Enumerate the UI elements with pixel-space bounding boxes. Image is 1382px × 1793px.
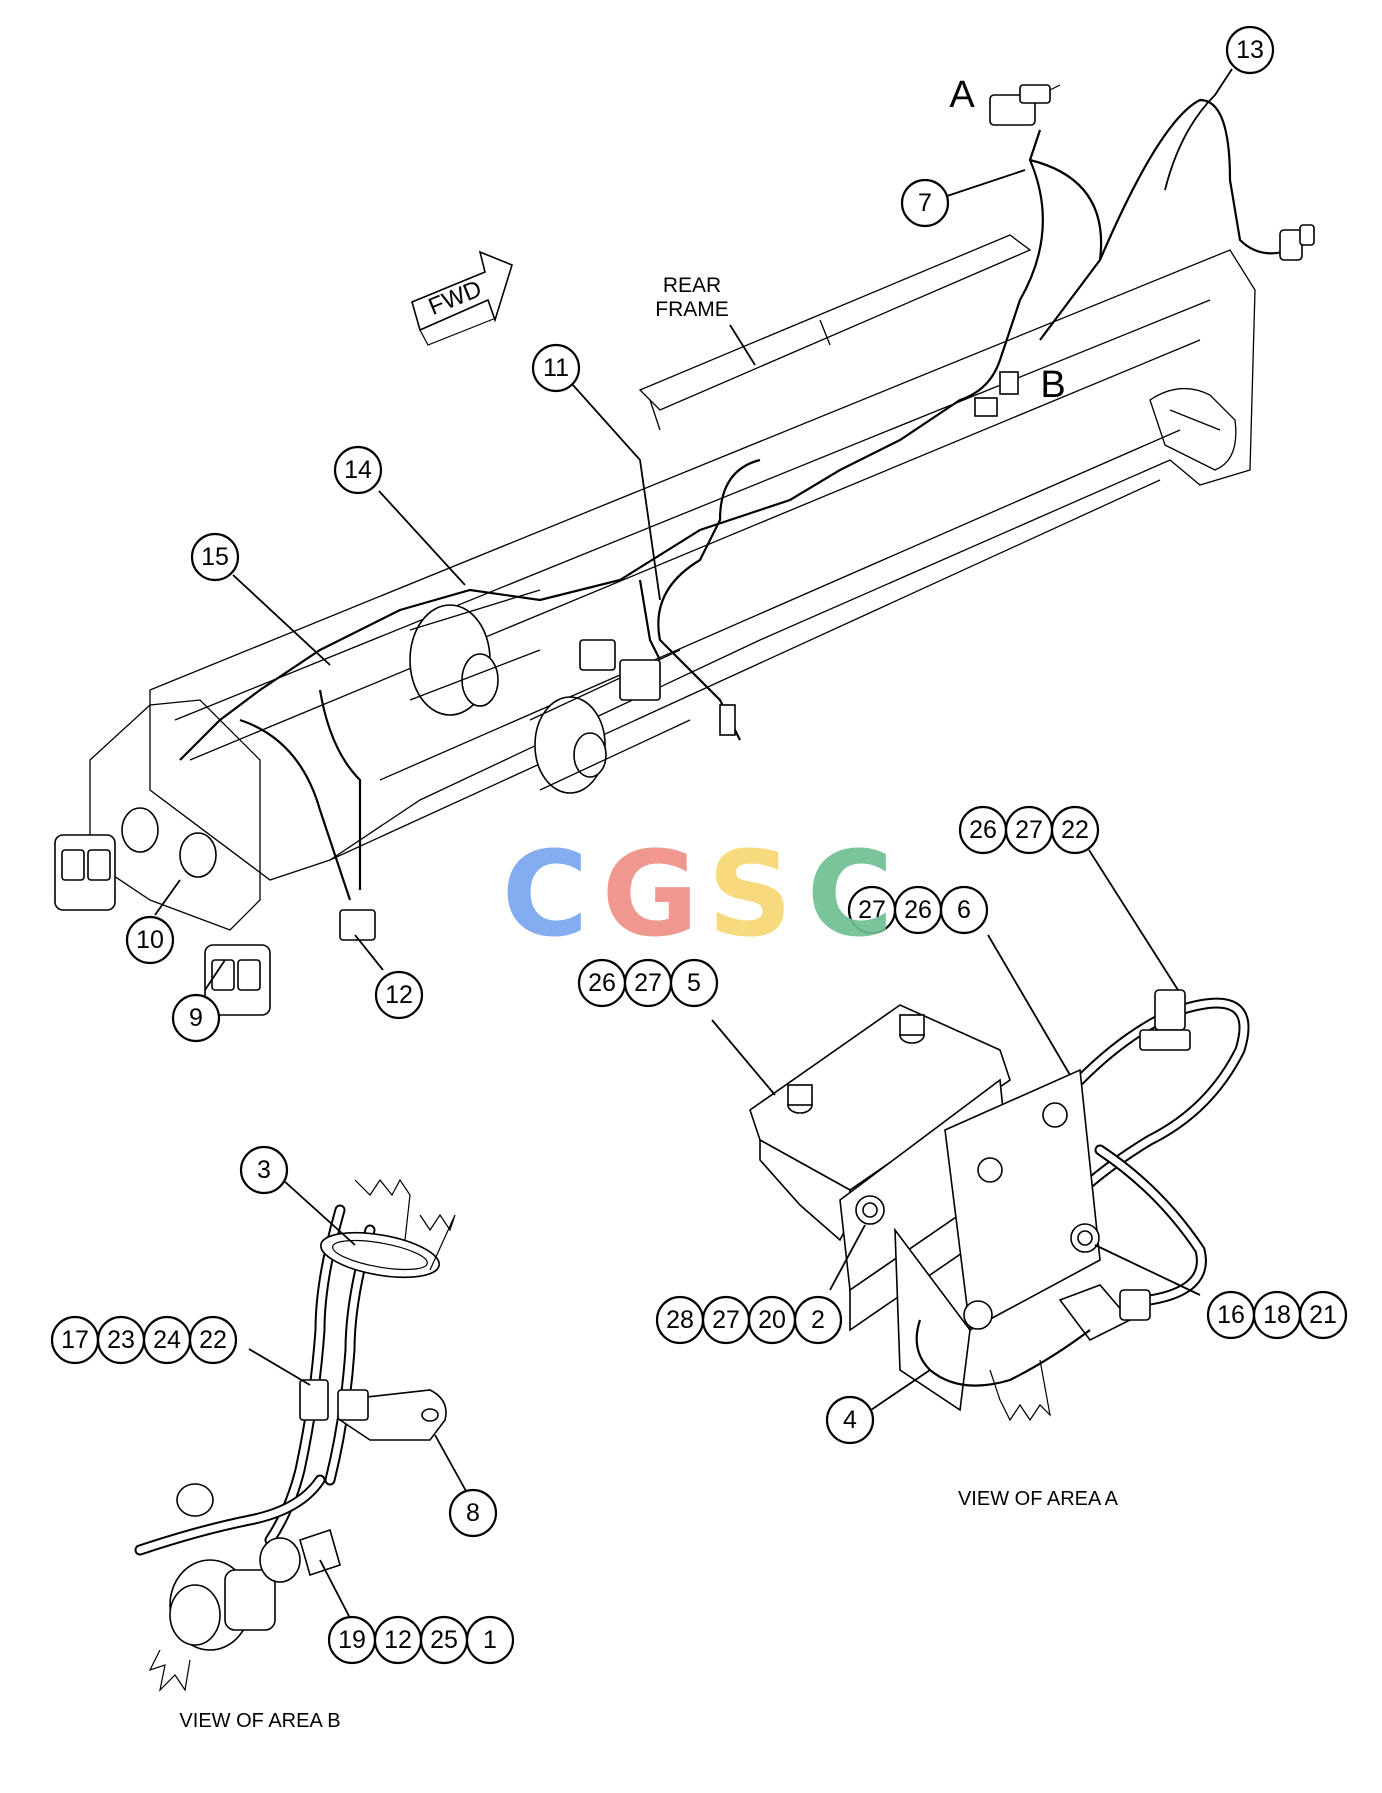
callout-18: 18 — [1252, 1290, 1302, 1340]
svg-text:27: 27 — [1015, 816, 1043, 844]
svg-text:27: 27 — [858, 896, 886, 924]
callout-27-d: 27 — [701, 1295, 751, 1345]
svg-text:26: 26 — [588, 969, 616, 997]
svg-text:12: 12 — [384, 1626, 412, 1654]
svg-text:20: 20 — [758, 1306, 786, 1334]
leader-lines — [154, 68, 1233, 1621]
callout-20: 20 — [747, 1295, 797, 1345]
callout-2: 2 — [793, 1295, 843, 1345]
view-area-a-drawing — [749, 989, 1250, 1422]
callout-16: 16 — [1206, 1290, 1256, 1340]
callout-25: 25 — [419, 1615, 469, 1665]
callout-6: 6 — [939, 885, 989, 935]
component-area-a — [989, 84, 1061, 126]
component-area-b — [974, 371, 1019, 417]
callout-13: 13 — [1225, 25, 1275, 75]
view-area-b-caption: VIEW OF AREA B — [179, 1710, 340, 1732]
callout-24: 24 — [142, 1315, 192, 1365]
svg-text:17: 17 — [61, 1326, 89, 1354]
callout-11: 11 — [531, 343, 581, 393]
svg-text:22: 22 — [199, 1326, 227, 1354]
svg-text:5: 5 — [687, 969, 701, 997]
svg-text:22: 22 — [1061, 816, 1089, 844]
svg-text:2: 2 — [811, 1306, 825, 1334]
callout-22-b: 22 — [188, 1315, 238, 1365]
callout-15: 15 — [190, 532, 240, 582]
svg-text:7: 7 — [918, 189, 932, 217]
callout-28: 28 — [655, 1295, 705, 1345]
callout-27-a: 27 — [1004, 805, 1054, 855]
callout-26-c: 26 — [577, 958, 627, 1008]
svg-text:11: 11 — [543, 354, 569, 382]
svg-text:8: 8 — [466, 1499, 480, 1527]
rear-frame-label-line1: REAR — [663, 274, 721, 297]
svg-text:26: 26 — [969, 816, 997, 844]
rear-frame-label-line2: FRAME — [655, 298, 729, 321]
callout-27-c: 27 — [623, 958, 673, 1008]
callout-17: 17 — [50, 1315, 100, 1365]
svg-text:19: 19 — [338, 1626, 366, 1654]
view-area-a-caption: VIEW OF AREA A — [958, 1488, 1119, 1510]
svg-text:26: 26 — [904, 896, 932, 924]
svg-text:13: 13 — [1236, 36, 1264, 64]
callout-9: 9 — [171, 993, 221, 1043]
callout-23: 23 — [96, 1315, 146, 1365]
callout-22-a: 22 — [1050, 805, 1100, 855]
svg-text:9: 9 — [189, 1004, 203, 1032]
callout-12-main: 12 — [374, 970, 424, 1020]
right-connector — [1279, 224, 1315, 261]
callout-7: 7 — [900, 178, 950, 228]
callout-3: 3 — [239, 1145, 289, 1195]
callout-26-b: 26 — [893, 885, 943, 935]
svg-text:24: 24 — [153, 1326, 181, 1354]
watermark-letter-g: G — [602, 825, 699, 963]
svg-text:28: 28 — [666, 1306, 694, 1334]
view-area-b-drawing — [134, 1178, 456, 1692]
svg-text:1: 1 — [483, 1626, 497, 1654]
callout-5: 5 — [669, 958, 719, 1008]
svg-text:25: 25 — [430, 1626, 458, 1654]
area-b-label: B — [1040, 364, 1065, 406]
svg-text:3: 3 — [257, 1156, 271, 1184]
callout-19: 19 — [327, 1615, 377, 1665]
watermark-letter-c1: C — [502, 825, 589, 963]
callout-10: 10 — [125, 915, 175, 965]
cgsc-watermark: C G S C — [502, 825, 894, 963]
svg-text:15: 15 — [201, 543, 229, 571]
callout-26-a: 26 — [958, 805, 1008, 855]
svg-text:6: 6 — [957, 896, 971, 924]
callout-4: 4 — [825, 1395, 875, 1445]
svg-text:16: 16 — [1217, 1301, 1245, 1329]
svg-text:14: 14 — [344, 456, 372, 484]
watermark-letter-c2: C — [807, 825, 894, 963]
light-assemblies — [54, 639, 736, 1016]
svg-text:23: 23 — [107, 1326, 135, 1354]
svg-text:12: 12 — [385, 981, 413, 1009]
callout-21: 21 — [1298, 1290, 1348, 1340]
svg-text:18: 18 — [1263, 1301, 1291, 1329]
callout-1: 1 — [465, 1615, 515, 1665]
callout-14: 14 — [333, 445, 383, 495]
watermark-letter-s: S — [708, 825, 793, 963]
svg-text:21: 21 — [1309, 1301, 1337, 1329]
area-a-label: A — [949, 74, 975, 116]
svg-text:27: 27 — [712, 1306, 740, 1334]
svg-text:27: 27 — [634, 969, 662, 997]
callout-12-b: 12 — [373, 1615, 423, 1665]
svg-text:10: 10 — [136, 926, 164, 954]
fwd-arrow: FWD — [411, 250, 513, 346]
callout-8: 8 — [448, 1488, 498, 1538]
svg-text:4: 4 — [843, 1406, 857, 1434]
wiring-harness — [179, 98, 1291, 901]
